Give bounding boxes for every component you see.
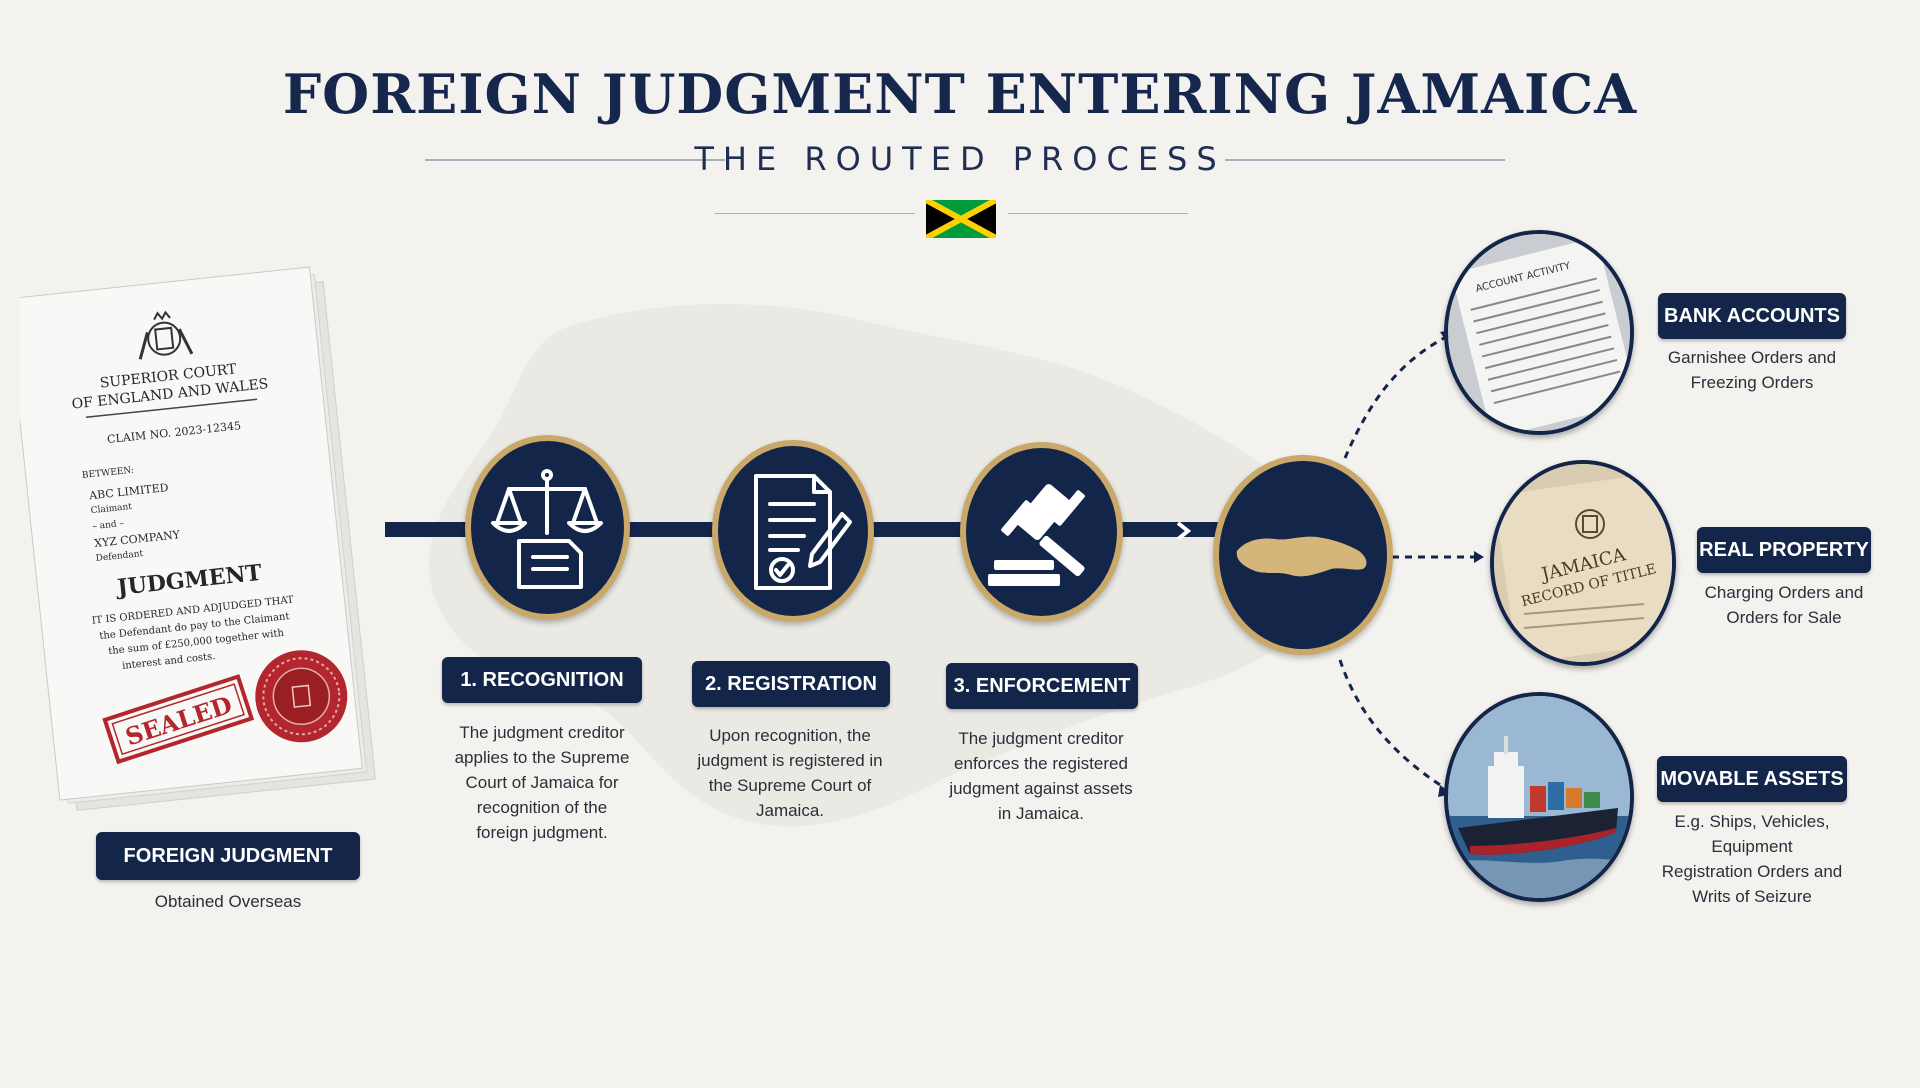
real-property-desc-line: Orders for Sale [1726,608,1842,627]
real-property-photo: JAMAICA RECORD OF TITLE [1490,460,1676,666]
bank-accounts-desc-line: Garnishee Orders and [1667,348,1837,367]
movable-assets-desc-line: Equipment [1711,837,1793,856]
bank-accounts-label: BANK ACCOUNTS [1658,293,1846,339]
movable-assets-desc-line: Writs of Seizure [1692,887,1812,906]
bank-accounts-photo: ACCOUNT ACTIVITY [1444,230,1634,435]
page-subtitle: THE ROUTED PROCESS [694,140,1226,178]
step-recognition-circle [465,435,630,620]
foreign-judgment-desc: Obtained Overseas [154,892,302,911]
real-property-desc-line: Charging Orders and [1704,583,1864,602]
movable-assets-desc-line: E.g. Ships, Vehicles, [1674,812,1830,831]
step-recognition-desc-line: Court of Jamaica for [465,773,619,792]
title-rule-right [1225,159,1505,161]
real-property-desc: Charging Orders and Orders for Sale [1672,580,1896,630]
jamaica-map-icon [1236,536,1367,577]
scales-icon [491,469,603,589]
step-registration-desc-line: Jamaica. [755,801,825,820]
page-title: FOREIGN JUDGMENT ENTERING JAMAICA [282,62,1638,126]
account-statement-image: ACCOUNT ACTIVITY [1448,234,1630,431]
doc-claimant-role: Claimant [90,502,133,516]
gavel-icon [988,484,1085,586]
flag-rule-left [715,213,915,214]
step-registration-circle [712,440,874,622]
royal-crest-icon [138,310,194,360]
step-enforcement-desc: The judgment creditor enforces the regis… [930,726,1152,826]
step-registration-desc: Upon recognition, the judgment is regist… [680,723,900,823]
jamaica-hub-circle [1213,455,1393,655]
step-recognition-desc-line: recognition of the [476,798,608,817]
step-enforcement-desc-line: enforces the registered [954,754,1128,773]
movable-assets-desc-line: Registration Orders and [1661,862,1843,881]
movable-assets-label: MOVABLE ASSETS [1657,756,1847,802]
document-check-icon [754,474,852,590]
bank-accounts-desc: Garnishee Orders and Freezing Orders [1640,345,1864,395]
cargo-ship-image [1448,696,1630,898]
movable-assets-photo [1444,692,1634,902]
title-crest-icon [1575,509,1605,539]
doc-defendant-role: Defendant [95,549,144,564]
step-recognition-desc-line: applies to the Supreme [454,748,630,767]
step-enforcement-desc-line: judgment against assets [949,779,1133,798]
title-rule-left [425,159,725,161]
step-registration-desc-line: the Supreme Court of [708,776,872,795]
real-property-label: REAL PROPERTY [1697,527,1871,573]
step-registration-label: 2. REGISTRATION [692,661,890,707]
step-recognition-desc: The judgment creditor applies to the Sup… [432,720,652,845]
jamaica-flag-icon [926,200,996,238]
foreign-judgment-document: SUPERIOR COURT OF ENGLAND AND WALES CLAI… [20,266,376,811]
wax-seal-icon [255,650,348,743]
step-enforcement-desc-line: The judgment creditor [958,729,1124,748]
movable-assets-desc: E.g. Ships, Vehicles, Equipment Registra… [1640,809,1864,909]
step-enforcement-circle [960,442,1123,622]
flag-rule-right [1008,213,1188,214]
step-registration-desc-line: Upon recognition, the [709,726,871,745]
step-recognition-desc-line: foreign judgment. [476,823,608,842]
step-recognition-desc-line: The judgment creditor [459,723,625,742]
step-recognition-label: 1. RECOGNITION [442,657,642,703]
step-registration-desc-line: judgment is registered in [697,751,883,770]
foreign-judgment-label: FOREIGN JUDGMENT [96,832,360,880]
step-enforcement-label: 3. ENFORCEMENT [946,663,1138,709]
doc-and: – and – [92,519,125,532]
title-deed-image: JAMAICA RECORD OF TITLE [1494,464,1672,662]
bank-accounts-desc-line: Freezing Orders [1690,373,1814,392]
step-enforcement-desc-line: in Jamaica. [998,804,1084,823]
